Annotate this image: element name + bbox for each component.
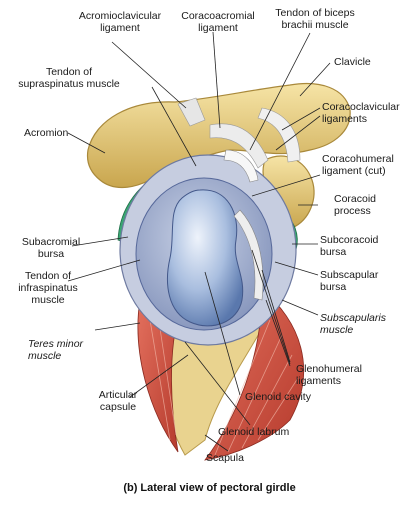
label-clavicle: Clavicle: [334, 56, 371, 68]
label-acromion: Acromion: [24, 127, 69, 139]
biceps-tendon-shape: [223, 149, 259, 183]
label-scapula: Scapula: [206, 452, 244, 464]
muscle-fibers: [149, 314, 299, 456]
leader-lines: [67, 31, 331, 452]
label-glenoid-labrum: Glenoid labrum: [218, 426, 290, 438]
glenohumeral-ligament-shape: [233, 209, 264, 301]
figure-caption: (b) Lateral view of pectoral girdle: [123, 482, 296, 494]
ligaments-shape: [177, 97, 206, 127]
subscapularis-shape: [204, 289, 304, 461]
label-glenoid-cavity: Glenoid cavity: [245, 391, 311, 403]
glenoid-cavity-shape: [167, 189, 244, 327]
